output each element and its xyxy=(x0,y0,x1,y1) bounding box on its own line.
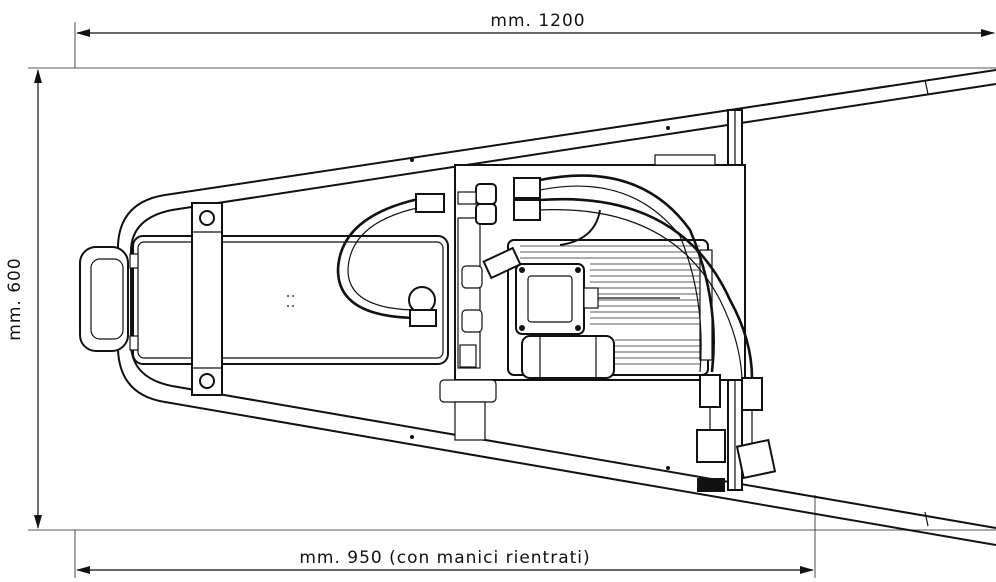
dimension-label-top: mm. 1200 xyxy=(490,11,585,31)
hose-coupler xyxy=(699,374,721,408)
plate-tab xyxy=(654,154,716,166)
hose-return xyxy=(559,209,601,246)
dimension-top: mm. 1200 xyxy=(74,11,995,68)
electric-motor xyxy=(507,239,713,379)
nipple xyxy=(459,344,477,368)
cable-gland xyxy=(583,287,599,309)
bolt-icon xyxy=(199,373,215,389)
motor-fins xyxy=(520,245,700,365)
bolt-icon xyxy=(199,210,215,226)
tank xyxy=(129,202,449,396)
pump-base-stem xyxy=(454,401,486,441)
rivet xyxy=(666,126,670,130)
fitting xyxy=(513,177,541,199)
dimension-bottom: mm. 950 (con manici rientrati) xyxy=(74,495,816,578)
pump-base-cap xyxy=(439,379,497,403)
fitting xyxy=(415,193,445,213)
handle-grip-bottom-mark xyxy=(924,511,929,527)
elbow-fitting xyxy=(461,265,483,289)
hose-coupler xyxy=(741,377,763,411)
fittings xyxy=(409,177,777,492)
junction-box-lid xyxy=(527,275,573,323)
dimension-label-bottom: mm. 950 (con manici rientrati) xyxy=(299,548,590,568)
frame-inner-rail xyxy=(130,83,996,529)
hose-suction-outer xyxy=(336,193,441,320)
hose-pressure-a-outer xyxy=(539,174,715,373)
handle-grip-top-mark xyxy=(924,79,929,95)
tank-cap-top xyxy=(129,253,139,269)
elbow-fitting xyxy=(461,309,483,333)
fitting xyxy=(513,199,541,221)
nipple xyxy=(457,191,477,205)
hose-suction-inner xyxy=(347,203,441,311)
hose-pressure-b-outer xyxy=(539,197,754,379)
elbow-fitting xyxy=(475,203,497,225)
dimension-left: mm. 600 xyxy=(5,67,996,531)
hoses xyxy=(336,174,754,379)
tank-inner xyxy=(137,241,444,359)
quick-coupler xyxy=(696,429,726,463)
rivet xyxy=(410,435,414,439)
tank-strap-bracket xyxy=(191,202,223,396)
tank-cap-bottom xyxy=(129,335,139,351)
coupler-nut xyxy=(697,478,725,492)
quick-coupler xyxy=(735,438,777,480)
rivet xyxy=(666,466,670,470)
elbow-fitting xyxy=(475,183,497,205)
dimension-label-left: mm. 600 xyxy=(5,257,25,340)
front-handle xyxy=(79,246,129,352)
angled-fitting xyxy=(482,246,522,280)
rivet xyxy=(410,158,414,162)
capacitor xyxy=(521,335,615,379)
handle-inner xyxy=(90,258,124,340)
fitting xyxy=(409,309,437,327)
